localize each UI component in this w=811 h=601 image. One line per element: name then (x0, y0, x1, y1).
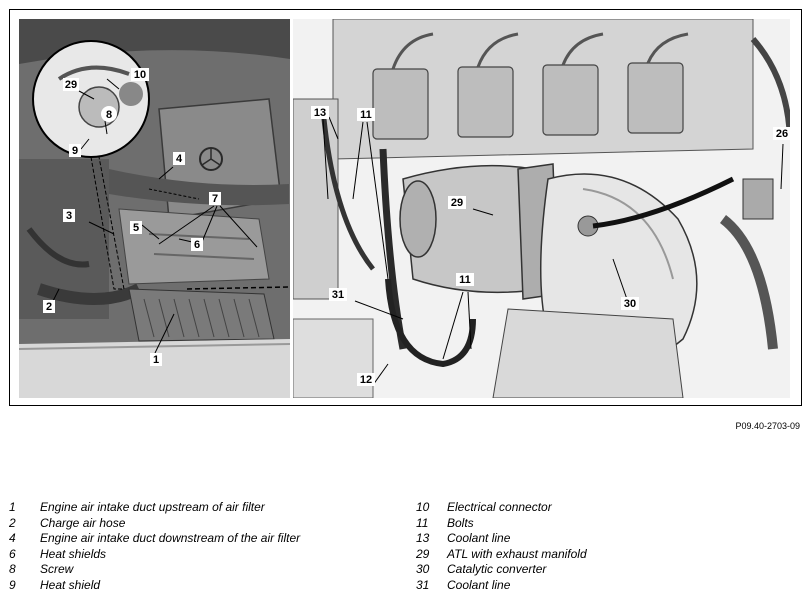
legend-number: 29 (416, 546, 430, 561)
legend-text: Engine air intake duct downstream of the… (40, 531, 301, 546)
engine-bay-photo: 29 10 8 9 4 3 5 7 6 2 1 (19, 19, 290, 398)
legend-text: Coolant line (447, 577, 511, 592)
callout-29: 29 (65, 79, 77, 91)
legend-number: 10 (416, 500, 430, 514)
legend-item: 4 Engine air intake duct downstream of th… (9, 531, 300, 547)
callout-29: 29 (451, 197, 463, 209)
legend-number: 11 (416, 515, 429, 530)
turbocharger-illustration: 13 11 26 29 11 31 30 12 (293, 19, 790, 398)
legend-number: 1 (9, 500, 16, 514)
legend-number: 4 (9, 531, 16, 546)
callout-7: 7 (212, 193, 218, 205)
legend-text: Catalytic converter (447, 562, 547, 577)
legend-item: 10 Electrical connector (416, 500, 587, 516)
legend-item: 8 Screw (9, 562, 300, 578)
legend-text: Screw (40, 562, 74, 577)
legend-number: 8 (9, 562, 16, 577)
legend-number: 6 (9, 546, 16, 561)
legend-item: 13 Coolant line (416, 531, 587, 547)
legend-text: ATL with exhaust manifold (447, 546, 587, 561)
legend-text: Charge air hose (40, 515, 126, 530)
callout-10: 10 (134, 69, 146, 81)
callout-11-bottom: 11 (459, 274, 471, 286)
callout-9: 9 (72, 145, 78, 157)
callout-1: 1 (153, 354, 159, 366)
legend-number: 31 (416, 577, 430, 592)
engine-bay-illustration: 29 10 8 9 4 3 5 7 6 2 1 (19, 19, 290, 398)
legend-left: 1 Engine air intake duct upstream of air … (9, 500, 300, 594)
callout-3: 3 (66, 210, 72, 222)
legend-number: 2 (9, 515, 16, 530)
callout-13: 13 (314, 107, 326, 119)
legend-item: 29 ATL with exhaust manifold (416, 547, 587, 563)
callout-12: 12 (360, 374, 372, 386)
turbocharger-closeup-photo: 13 11 26 29 11 31 30 12 (293, 19, 790, 398)
legend-text: Engine air intake duct upstream of air f… (40, 500, 265, 514)
callout-11-top: 11 (360, 109, 372, 121)
callout-6: 6 (194, 239, 200, 251)
legend-item: 9 Heat shield (9, 578, 300, 594)
legend-text: Coolant line (447, 531, 511, 546)
legend-number: 13 (416, 531, 430, 546)
legend-number: 9 (9, 577, 16, 592)
callout-31: 31 (332, 289, 344, 301)
legend-text: Electrical connector (447, 500, 552, 514)
legend-text: Heat shield (40, 577, 101, 592)
legend-item: 31 Coolant line (416, 578, 587, 594)
legend-item: 1 Engine air intake duct upstream of air … (9, 500, 300, 516)
legend-text: Heat shields (40, 546, 107, 561)
legend-item: 2 Charge air hose (9, 516, 300, 532)
legend-item: 6 Heat shields (9, 547, 300, 563)
legend-text: Bolts (447, 515, 474, 530)
legend-item: 11 Bolts (416, 516, 587, 532)
legend-item: 30 Catalytic converter (416, 562, 587, 578)
callout-4: 4 (176, 153, 183, 165)
callout-5: 5 (133, 222, 139, 234)
callout-30: 30 (624, 298, 636, 310)
callout-2: 2 (46, 301, 52, 313)
legend-number: 30 (416, 562, 430, 577)
callout-26: 26 (776, 128, 788, 140)
callout-8: 8 (106, 109, 112, 121)
figure-id: P09.40-2703-09 (735, 421, 800, 431)
figure-frame: 29 10 8 9 4 3 5 7 6 2 1 (9, 9, 802, 406)
